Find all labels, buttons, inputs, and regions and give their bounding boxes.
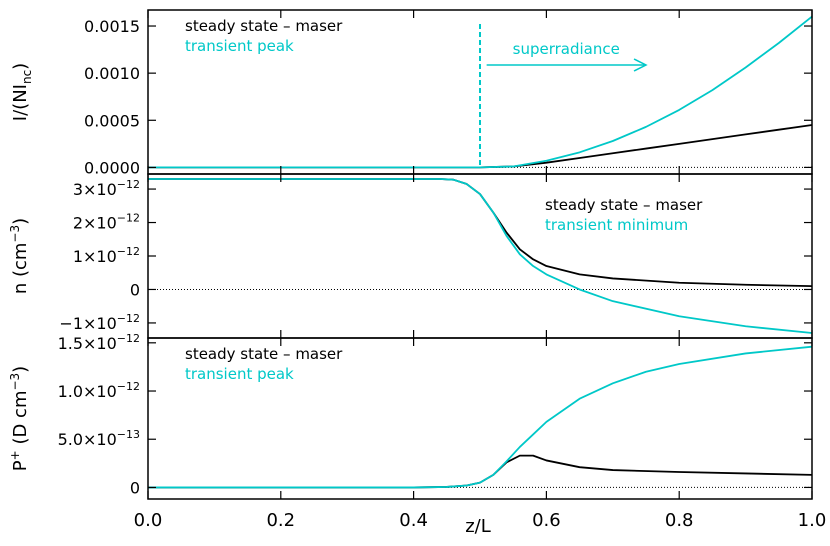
y-tick-label: 0.0005: [84, 111, 140, 130]
legend-steady-state: steady state – maser: [185, 17, 343, 35]
series-transient: [148, 178, 813, 334]
x-tick-label: 0.0: [134, 510, 163, 531]
legend-steady-state: steady state – maser: [545, 196, 703, 214]
panel-3: 0 5.0×10−13 1.0×10−12 1.5×10−12 P+ (D cm−3) s…: [8, 332, 813, 500]
x-tick-label: 0.2: [266, 510, 295, 531]
y-tick-label: 0.0000: [84, 158, 140, 177]
legend-transient: transient peak: [185, 37, 294, 55]
panel-2: −1×10−12 0 1×10−12 2×10−12 3×10−12 n (cm−3) st…: [8, 173, 813, 339]
y-tick-label: 2×10−12: [73, 212, 140, 233]
x-axis: z/L 0.0 0.2 0.4 0.6 0.8 1.0: [134, 510, 827, 537]
superradiance-label: superradiance: [513, 40, 620, 58]
x-tick-label: 0.6: [532, 510, 561, 531]
legend-transient: transient peak: [185, 365, 294, 383]
legend-steady-state: steady state – maser: [185, 345, 343, 363]
y-tick-label: 0.0010: [84, 64, 140, 83]
legend-transient: transient minimum: [545, 216, 688, 234]
series-transient: [148, 15, 813, 169]
arrow-head-icon: [633, 58, 648, 72]
x-tick-label: 0.8: [665, 510, 694, 531]
x-axis-label: z/L: [465, 516, 491, 537]
y-tick-label: 0.0015: [84, 17, 140, 36]
y-axis-label: I/(NInc): [10, 63, 34, 121]
y-tick-label: 5.0×10−13: [58, 428, 140, 449]
series-transient: [148, 345, 813, 489]
y-tick-label: −1×10−12: [59, 312, 140, 333]
y-axis-label: n (cm−3): [8, 218, 31, 294]
y-tick-label: 1.0×10−12: [58, 380, 140, 401]
x-tick-label: 1.0: [798, 510, 827, 531]
y-tick-label: 0: [130, 478, 140, 497]
plot-frame: [147, 173, 813, 339]
y-tick-label: 1.5×10−12: [58, 332, 140, 353]
x-tick-label: 0.4: [399, 510, 428, 531]
panel-1: superradiance 0.0000 0.0005 0.0010 0.0015I/(…: [10, 9, 813, 177]
plot-frame: [147, 337, 813, 500]
y-tick-label: 0: [130, 280, 140, 299]
y-axis-label: P+ (D cm−3): [8, 366, 31, 471]
y-tick-label: 1×10−12: [73, 245, 140, 266]
y-tick-label: 3×10−12: [73, 178, 140, 199]
